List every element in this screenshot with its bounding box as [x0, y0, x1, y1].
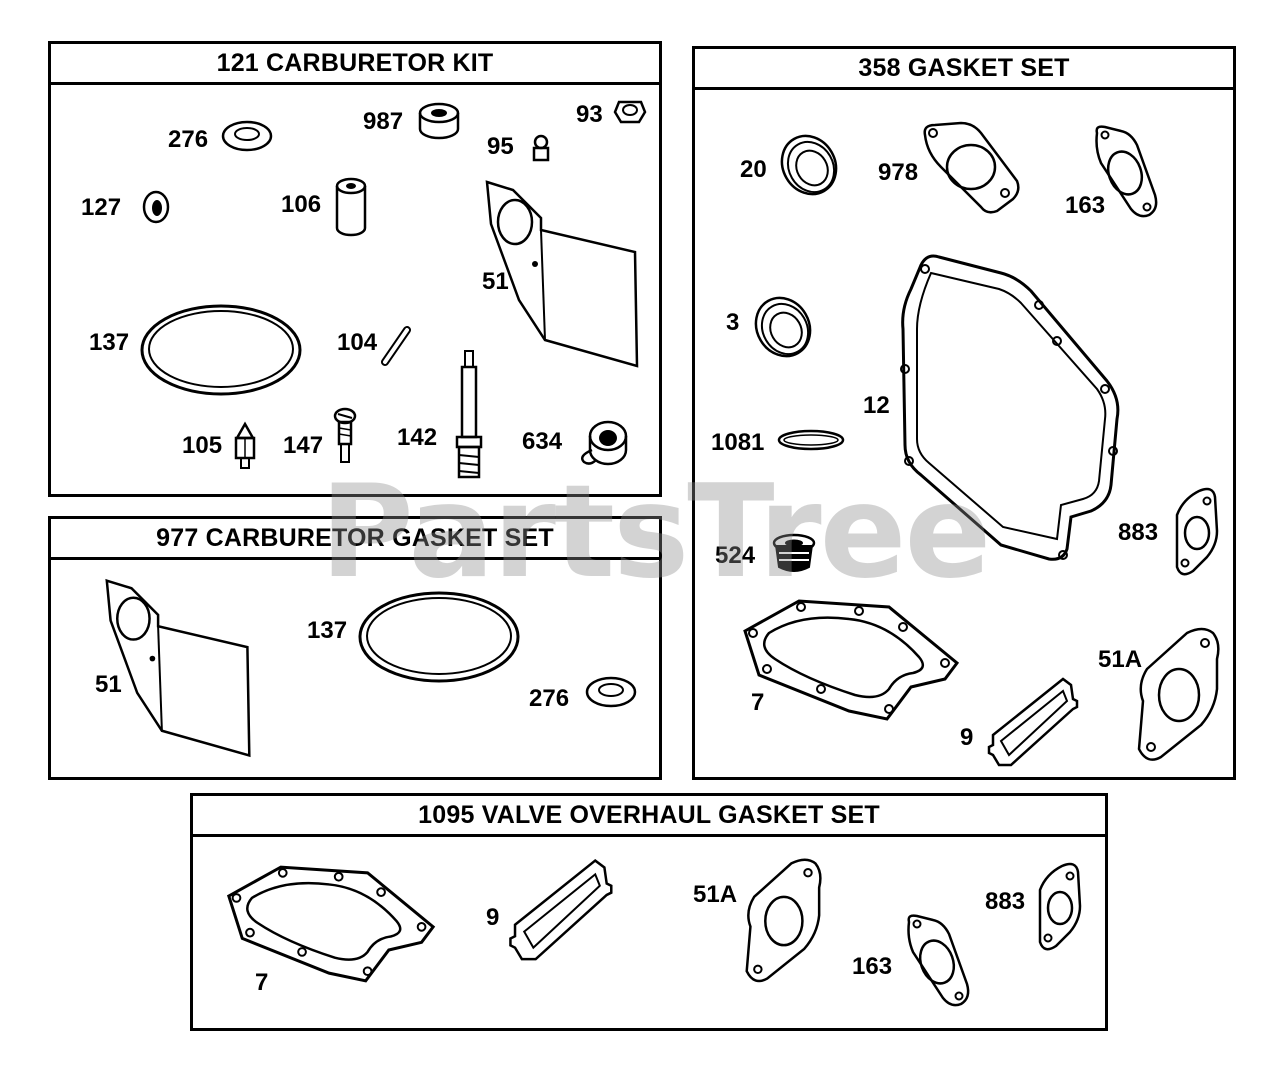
part-163-gasket[interactable] — [1091, 123, 1161, 221]
gasket-set-panel: 358 GASKET SET 20 978 163 3 — [692, 46, 1236, 780]
part-137-oring[interactable] — [357, 589, 521, 685]
part-label-142: 142 — [397, 424, 438, 451]
part-142-emulsion-tube[interactable] — [451, 349, 487, 483]
part-7-head-gasket[interactable] — [223, 862, 437, 984]
part-label-95: 95 — [487, 133, 514, 160]
part-label-51a: 51A — [1098, 646, 1143, 673]
part-label-93: 93 — [576, 101, 603, 128]
part-163-gasket[interactable] — [903, 912, 973, 1010]
part-95-screw[interactable] — [528, 134, 554, 164]
part-105-needle[interactable] — [233, 422, 257, 470]
part-label-883: 883 — [985, 888, 1026, 915]
part-12-crankcase-gasket[interactable] — [891, 249, 1141, 565]
part-883-gasket[interactable] — [1169, 485, 1223, 579]
part-883-gasket[interactable] — [1031, 860, 1087, 954]
part-51a-gasket[interactable] — [1131, 625, 1223, 765]
part-978-gasket[interactable] — [921, 119, 1023, 215]
part-51-gasket-plate[interactable] — [483, 180, 643, 370]
part-276-washer[interactable] — [221, 119, 273, 153]
carburetor-gasket-set-title: 977 CARBURETOR GASKET SET — [51, 519, 659, 560]
part-9-cover-gasket[interactable] — [987, 675, 1081, 771]
part-label-163: 163 — [852, 953, 893, 980]
part-9-cover-gasket[interactable] — [503, 856, 621, 966]
part-label-987: 987 — [363, 108, 404, 135]
gasket-set-title: 358 GASKET SET — [695, 49, 1233, 90]
part-20-oil-seal[interactable] — [779, 131, 843, 199]
part-label-51: 51 — [95, 671, 122, 698]
part-label-276: 276 — [529, 685, 570, 712]
part-label-104: 104 — [337, 329, 378, 356]
carburetor-kit-title: 121 CARBURETOR KIT — [51, 44, 659, 85]
part-label-147: 147 — [283, 432, 324, 459]
carburetor-kit-panel: 121 CARBURETOR KIT 276 987 95 93 127 106 — [48, 41, 662, 497]
part-label-3: 3 — [726, 309, 740, 336]
part-7-head-gasket[interactable] — [739, 597, 961, 721]
part-label-137: 137 — [307, 617, 348, 644]
part-524-plug[interactable] — [771, 533, 817, 575]
part-987-spacer[interactable] — [417, 101, 461, 141]
part-label-127: 127 — [81, 194, 122, 221]
part-label-978: 978 — [878, 159, 919, 186]
part-label-51: 51 — [482, 268, 509, 295]
part-51-gasket-plate[interactable] — [103, 575, 255, 763]
part-label-9: 9 — [486, 904, 500, 931]
part-label-105: 105 — [182, 432, 223, 459]
part-137-oring[interactable] — [139, 302, 303, 398]
part-label-106: 106 — [281, 191, 322, 218]
part-276-washer[interactable] — [585, 675, 637, 709]
part-label-524: 524 — [715, 542, 756, 569]
part-label-12: 12 — [863, 392, 890, 419]
part-label-137: 137 — [89, 329, 130, 356]
part-634-spring[interactable] — [574, 418, 634, 472]
valve-overhaul-gasket-set-panel: 1095 VALVE OVERHAUL GASKET SET 7 9 51A 1… — [190, 793, 1108, 1031]
part-106-float[interactable] — [334, 176, 368, 238]
part-label-9: 9 — [960, 724, 974, 751]
part-label-20: 20 — [740, 156, 767, 183]
part-51a-gasket[interactable] — [737, 856, 827, 986]
part-label-163: 163 — [1065, 192, 1106, 219]
part-label-276: 276 — [168, 126, 209, 153]
part-147-idle-screw[interactable] — [332, 408, 358, 466]
part-label-7: 7 — [255, 969, 269, 996]
part-label-883: 883 — [1118, 519, 1159, 546]
carburetor-gasket-set-panel: 977 CARBURETOR GASKET SET 51 137 276 — [48, 516, 662, 780]
part-1081-oring[interactable] — [777, 427, 845, 453]
part-127-cup[interactable] — [141, 190, 171, 224]
valve-overhaul-gasket-set-title: 1095 VALVE OVERHAUL GASKET SET — [193, 796, 1105, 837]
part-3-oil-seal[interactable] — [753, 293, 817, 361]
part-label-51a: 51A — [693, 881, 738, 908]
part-label-7: 7 — [751, 689, 765, 716]
part-104-pin[interactable] — [379, 324, 413, 368]
part-93-nut[interactable] — [613, 96, 647, 126]
part-label-634: 634 — [522, 428, 563, 455]
part-label-1081: 1081 — [711, 429, 765, 456]
